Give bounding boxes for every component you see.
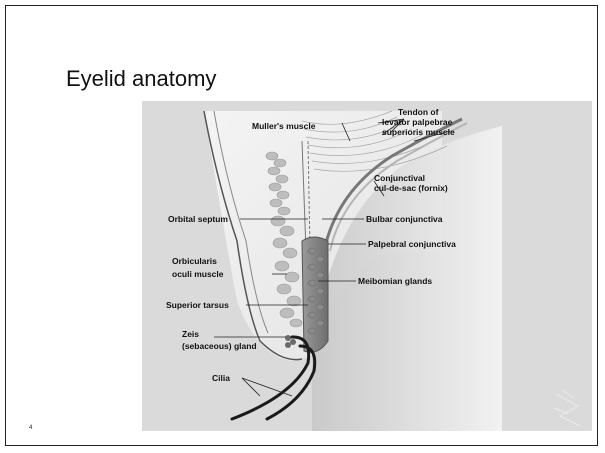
label-orbital-septum: Orbital septum bbox=[168, 214, 228, 224]
page-number: 4 bbox=[29, 425, 32, 431]
label-cilia: Cilia bbox=[212, 373, 230, 383]
watermark-icon bbox=[548, 384, 588, 434]
label-tendon-line-1: Tendon of bbox=[398, 107, 439, 117]
label-palpebral-conjunctiva: Palpebral conjunctiva bbox=[368, 239, 456, 249]
label-superior-tarsus: Superior tarsus bbox=[166, 300, 229, 310]
eyelid-diagram: Muller's muscle Tendon of levator palpeb… bbox=[142, 101, 592, 431]
label-tendon-line-3: superioris muscle bbox=[382, 127, 455, 137]
label-bulbar-conjunctiva: Bulbar conjunctiva bbox=[366, 214, 443, 224]
label-meibomian-glands: Meibomian glands bbox=[358, 276, 432, 286]
label-tendon-line-2: levator palpebrae bbox=[382, 117, 453, 127]
label-mullers-muscle: Muller's muscle bbox=[252, 121, 316, 131]
label-zeis-line-2: (sebaceous) gland bbox=[182, 341, 257, 351]
label-conjunctival-line-2: cul-de-sac (fornix) bbox=[374, 183, 448, 193]
label-orbicularis-line-2: oculi muscle bbox=[172, 269, 224, 279]
slide: Eyelid anatomy bbox=[5, 5, 598, 446]
superior-tarsus bbox=[302, 237, 328, 352]
label-orbicularis-line-1: Orbicularis bbox=[172, 256, 217, 266]
label-zeis-line-1: Zeis bbox=[182, 329, 199, 339]
slide-title: Eyelid anatomy bbox=[66, 66, 216, 92]
eyelid-anatomy-figure: Muller's muscle Tendon of levator palpeb… bbox=[142, 101, 592, 431]
label-conjunctival-line-1: Conjunctival bbox=[374, 173, 425, 183]
